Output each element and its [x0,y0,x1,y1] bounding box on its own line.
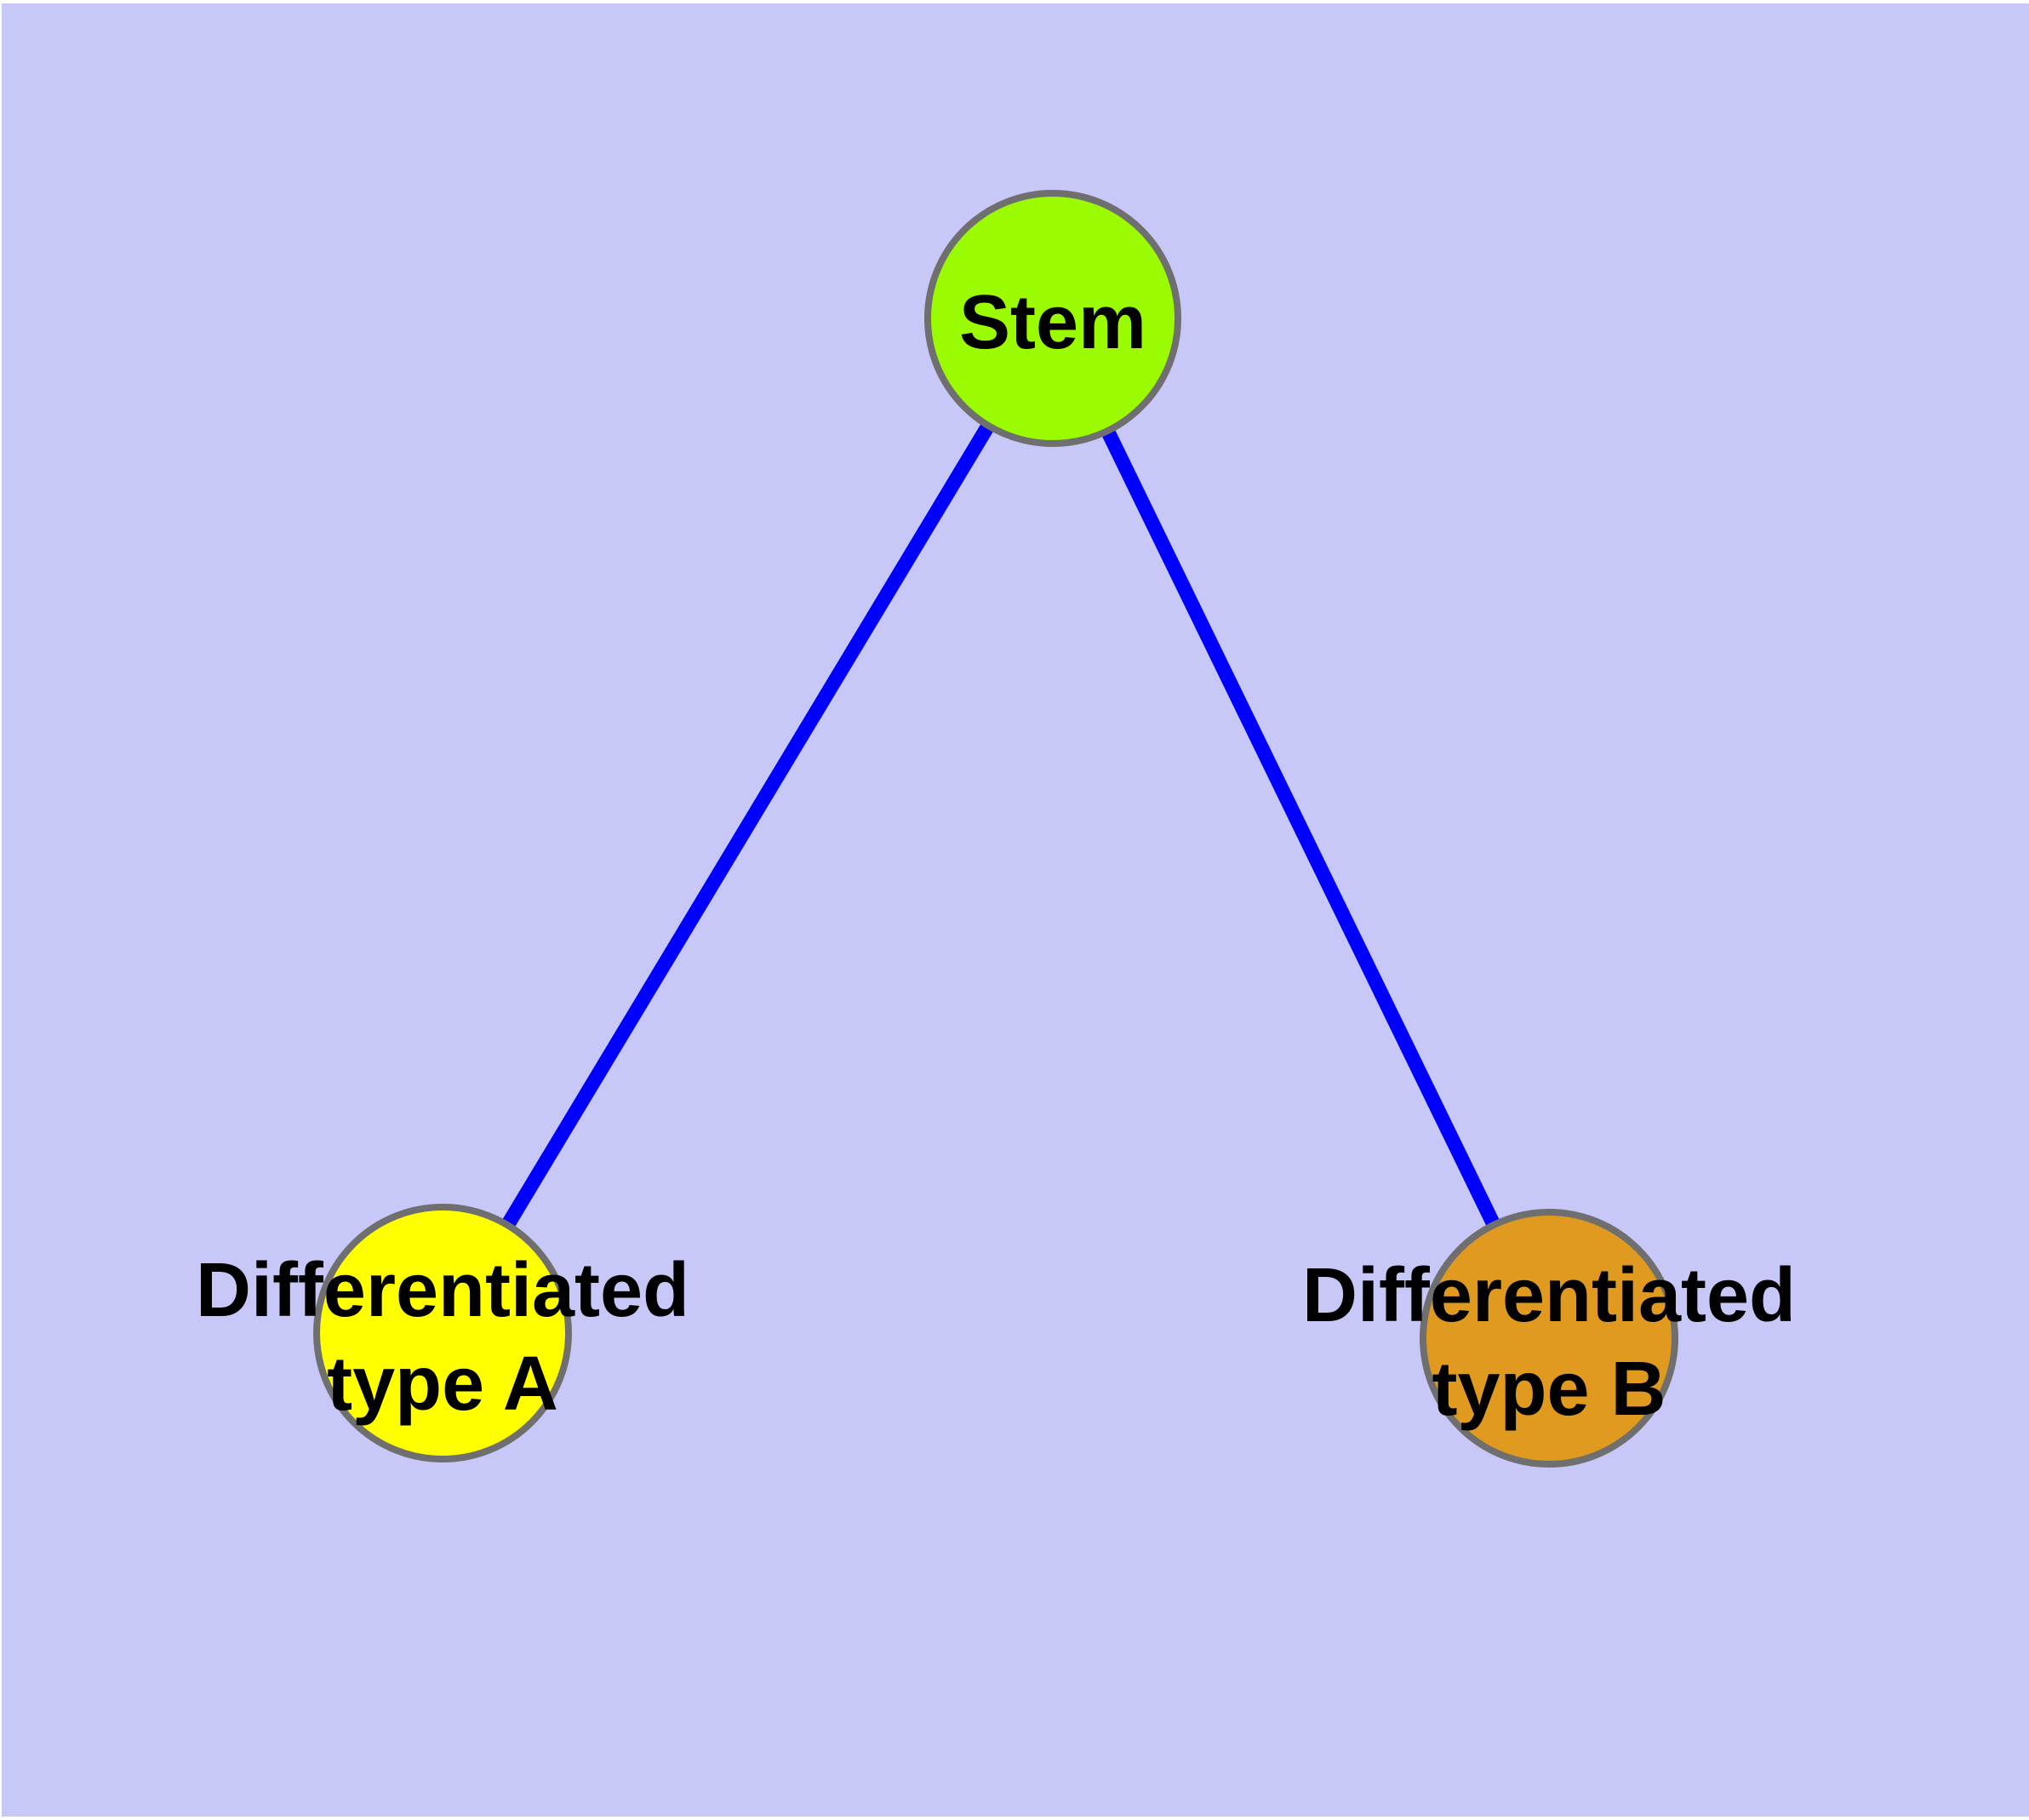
node-type-a-label-line1: Differentiated [196,1248,689,1333]
node-type-b-label-line1: Differentiated [1302,1253,1796,1338]
node-type-b-label-line2: type B [1432,1347,1666,1432]
node-stem-label: Stem [959,280,1146,365]
edge-stem-to-type-a [436,314,1060,1337]
node-differentiated-type-b [1420,1209,1678,1468]
node-type-a-label-line2: type A [327,1342,558,1427]
edge-stem-to-type-b [1046,315,1556,1342]
node-stem [924,190,1181,447]
node-differentiated-type-a [313,1204,572,1462]
